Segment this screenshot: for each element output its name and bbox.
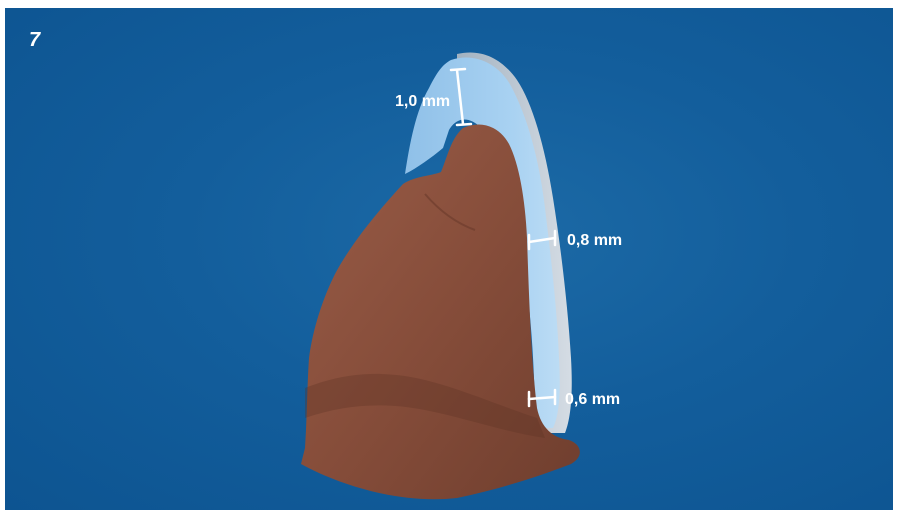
measure-0-6-label: 0,6 mm (565, 391, 620, 408)
measure-0-8-label: 0,8 mm (567, 232, 622, 249)
figure-panel: 7 (5, 8, 893, 510)
tooth-preparation-diagram: 1,0 mm 0,8 mm 0,6 mm (5, 8, 893, 510)
measure-1-0-label: 1,0 mm (395, 93, 450, 110)
